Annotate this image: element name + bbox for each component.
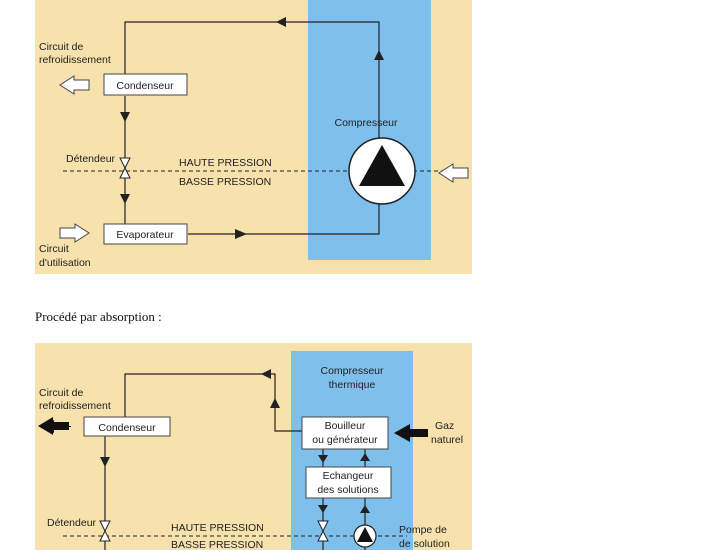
left-pipe-arrow-1 [120,112,130,122]
low-pressure-label: BASSE PRESSION [179,176,271,188]
low-pressure-label: BASSE PRESSION [171,539,263,550]
high-pressure-label: HAUTE PRESSION [179,157,272,169]
up-pipe-arrow [374,50,384,60]
usage-inflow-arrow-icon [59,223,90,243]
absorption-diagram-svg: Condenseur Bouilleur ou générateur Echan… [38,351,463,550]
top-pipe [124,21,380,140]
compressor-icon [348,137,416,205]
condenser-label: Condenseur [98,422,156,434]
lower-down-arrow [318,505,328,513]
solution-valve-icon [317,520,329,542]
thermal-compressor-label-line1: Compresseur [320,365,384,377]
exchanger-label-line2: des solutions [317,484,378,496]
cooling-circuit-label-line2: refroidissement [39,54,111,66]
compression-diagram: Condenseur Evaporateur Circuit de refroi… [35,0,472,274]
energy-input-arrow-icon [438,163,469,183]
exchanger-up-arrow [360,453,370,461]
cooling-circuit-label-line2: refroidissement [39,400,111,412]
cooling-circuit-label-line1: Circuit de [39,387,84,399]
condenser-box [83,416,171,437]
exchanger-box [305,466,392,499]
high-pressure-label: HAUTE PRESSION [171,522,264,534]
compressor-label: Compresseur [334,117,398,129]
evaporator-box [103,223,188,245]
boiler-box [301,416,389,450]
lower-up-arrow [360,505,370,513]
left-pipe-arrow [100,457,110,467]
thermal-compressor-label-line2: thermique [329,379,376,391]
exchanger-label-line1: Echangeur [323,470,374,482]
boiler-label-line1: Bouilleur [325,420,366,432]
cooling-outflow-arrow-head [38,417,69,435]
thermal-compressor-column [291,351,413,550]
pump-label-line2: de solution [399,538,450,550]
solution-pump-icon [353,524,377,548]
bottom-pipe [188,204,380,235]
expander-label: Détendeur [47,517,97,529]
cooling-outflow-arrow-icon [59,75,90,95]
bottom-pipe-arrow [235,229,247,239]
top-pipe [124,373,303,432]
compressor-column [308,0,431,260]
natural-gas-label-line1: Gaz [435,420,454,432]
usage-circuit-label-line2: d'utilisation [39,257,91,269]
top-pipe-arrow [276,17,286,27]
top-pipe-arrow [261,369,271,379]
left-pipe-arrow-2 [120,194,130,204]
condenser-box [103,73,188,96]
condenser-label: Condenseur [116,80,174,92]
cooling-circuit-label-line1: Circuit de [39,41,84,53]
expansion-valve-icon [99,520,111,542]
natural-gas-label-line2: naturel [431,434,463,446]
boiler-down-arrow [318,455,328,463]
compression-diagram-svg: Condenseur Evaporateur Circuit de refroi… [39,0,469,269]
expansion-valve-icon [119,157,131,179]
absorption-caption: Procédé par absorption : [35,309,162,324]
evaporator-label: Evaporateur [116,229,174,241]
absorption-diagram: Condenseur Bouilleur ou générateur Echan… [35,343,472,550]
expander-label: Détendeur [66,153,116,165]
usage-circuit-label-line1: Circuit [39,243,69,255]
gas-input-arrow-icon [394,424,428,442]
side-pipe-arrow [270,398,280,408]
boiler-label-line2: ou générateur [312,434,378,446]
pump-label-line1: Pompe de [399,524,447,536]
